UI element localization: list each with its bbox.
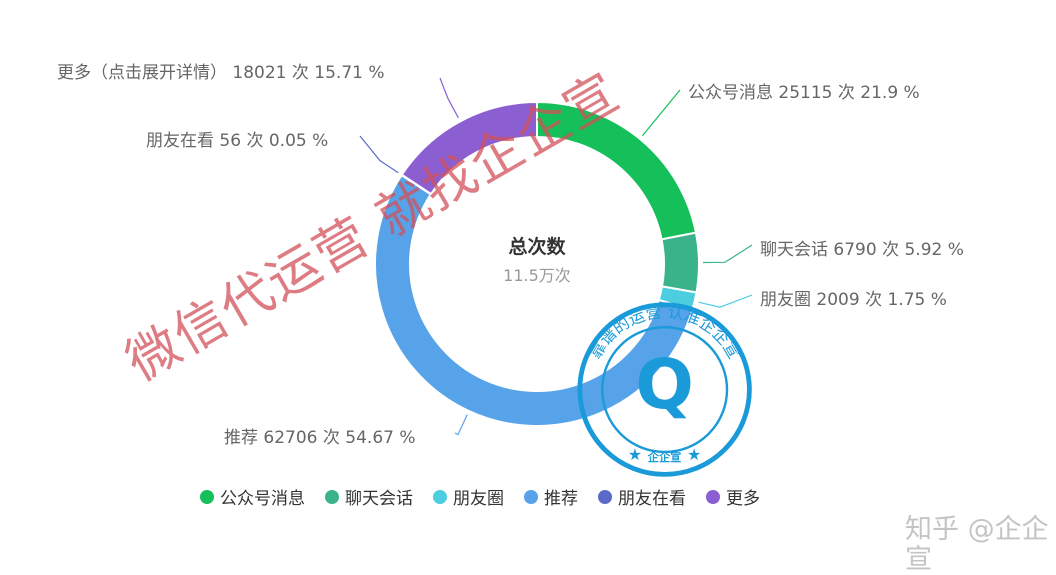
- stamp-bottom-text: 企企宣: [647, 450, 682, 464]
- legend-item-tuijian[interactable]: 推荐: [524, 484, 578, 509]
- legend-dot: [706, 489, 720, 504]
- legend-item-gengduo[interactable]: 更多: [706, 484, 760, 509]
- legend-item-pengyouzaikan[interactable]: 朋友在看: [598, 484, 686, 509]
- slice-label-pengyouquan: 朋友圈 2009 次 1.75 %: [760, 290, 947, 310]
- legend-item-liaotian[interactable]: 聊天会话: [325, 484, 413, 509]
- legend-label: 推荐: [544, 489, 578, 509]
- svg-text:★: ★: [687, 445, 701, 464]
- legend-dot: [325, 489, 339, 504]
- svg-text:★: ★: [628, 445, 642, 464]
- stamp-logo: Q ★ ★ 企企宣 靠谱的运营 认准企企宣: [577, 302, 752, 477]
- legend: 公众号消息 聊天会话 朋友圈 推荐 朋友在看 更多: [200, 484, 760, 509]
- legend-label: 公众号消息: [220, 489, 305, 509]
- slice-3[interactable]: [374, 173, 694, 427]
- slice-1[interactable]: [660, 231, 700, 294]
- slice-label-gongzhonghao: 公众号消息 25115 次 21.9 %: [688, 83, 920, 103]
- donut-chart: [359, 77, 753, 436]
- svg-text:Q: Q: [635, 345, 693, 425]
- slice-label-tuijian: 推荐 62706 次 54.67 %: [224, 428, 416, 448]
- legend-dot: [598, 489, 612, 504]
- leader-line-0: [641, 89, 681, 137]
- legend-dot: [524, 489, 538, 504]
- source-watermark: 知乎 @企企宣: [905, 514, 1049, 575]
- leader-line-5: [439, 77, 459, 119]
- legend-item-pengyouquan[interactable]: 朋友圈: [433, 484, 504, 509]
- slice-label-liaotian: 聊天会话 6790 次 5.92 %: [760, 240, 964, 260]
- leader-line-4: [359, 135, 399, 174]
- slice-5[interactable]: [400, 100, 538, 196]
- slice-label-gengduo: 更多（点击展开详情） 18021 次 15.71 %: [57, 63, 385, 83]
- leader-line-1: [702, 244, 753, 264]
- legend-dot: [200, 489, 214, 504]
- legend-label: 聊天会话: [345, 489, 413, 509]
- leader-line-3: [454, 414, 468, 436]
- center-total: 11.5万次: [503, 266, 571, 285]
- leader-line-2: [698, 294, 753, 308]
- legend-label: 朋友在看: [618, 489, 686, 509]
- legend-item-gongzhonghao[interactable]: 公众号消息: [200, 484, 305, 509]
- legend-label: 更多: [726, 489, 760, 509]
- legend-label: 朋友圈: [453, 489, 504, 509]
- center-title: 总次数: [508, 236, 566, 258]
- slice-label-pengyouzaikan: 朋友在看 56 次 0.05 %: [146, 131, 329, 151]
- legend-dot: [433, 489, 447, 504]
